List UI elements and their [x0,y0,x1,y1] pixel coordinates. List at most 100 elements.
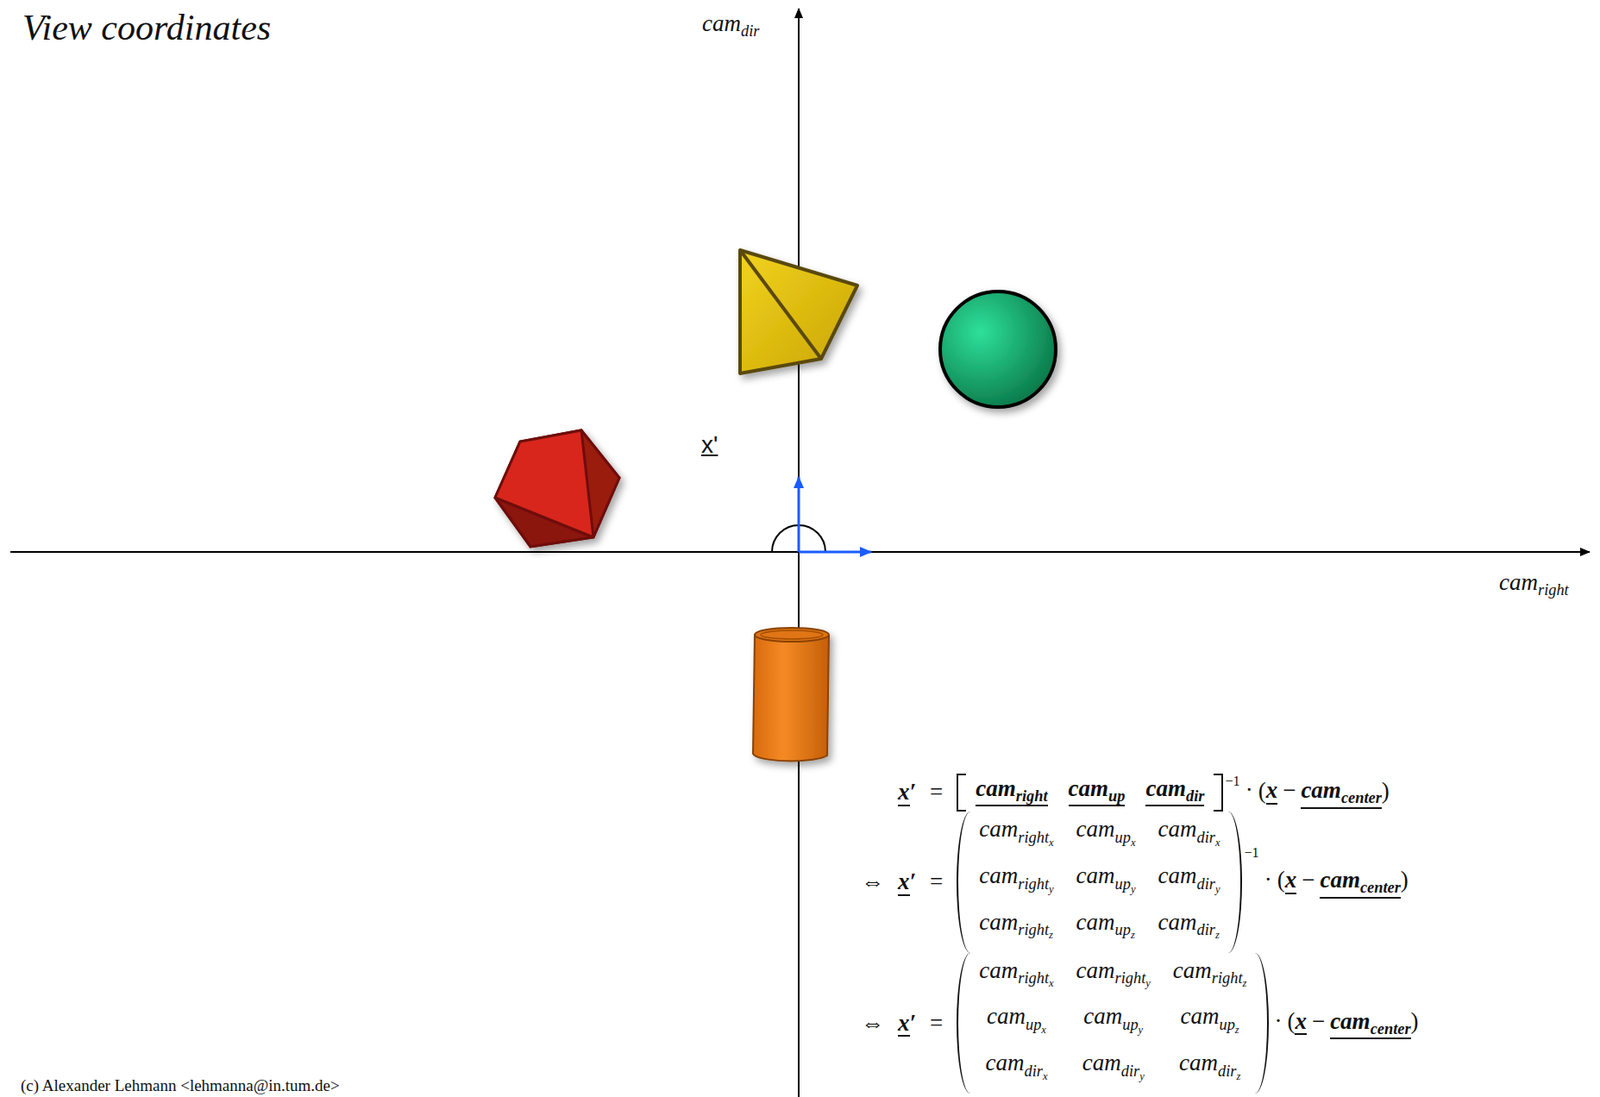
vector-symbol: cam [975,775,1017,802]
matrix-entry: cam [1082,1049,1122,1076]
subscript: center [1360,879,1401,898]
paren: ( [1277,866,1286,893]
equation-cell: x′ [890,811,923,953]
equation-cell: camrightxcamrightycamrightzcamupxcamupyc… [949,953,1425,1094]
matrix-row: camrightycamupycamdiry [968,859,1230,905]
subscript: right [1017,921,1049,939]
equation-cell: x′ [890,953,923,1094]
equation-row: ⇔x′=camrightxcamupxcamdirxcamrightycamup… [853,811,1426,953]
operator: − [1282,777,1296,804]
subscript: y [1145,977,1151,990]
matrix: camrightxcamupxcamdirxcamrightycamupycam… [956,811,1243,953]
matrix-cell: camrightz [1162,954,1258,1000]
subscript: rightx [1017,969,1054,987]
subscript: right [1115,969,1147,987]
vector: camcenter [1319,867,1400,899]
vector-symbol: x [897,868,910,895]
subscript: dirz [1196,921,1219,939]
matrix-cell: camrighty [968,859,1064,905]
vector: x [897,1010,910,1037]
vector-symbol: x [897,1010,910,1036]
subscript: upx [1025,1016,1047,1034]
prime: ′ [909,1010,917,1036]
matrix-entry: cam [1157,815,1197,842]
operator: · [1245,777,1254,804]
vector: camcenter [1330,1009,1411,1041]
matrix-entry: cam [1173,957,1212,984]
matrix-cell: camrightx [968,954,1064,1000]
matrix-entry: cam [1157,862,1197,889]
subscript: dir [740,22,760,40]
operator: · [1273,1008,1282,1035]
equation-cell: x′ [890,773,923,813]
subscript: up [1115,921,1131,939]
subscript: x [1048,977,1055,990]
matrix-cell: camdirx [1147,813,1230,859]
subscript: dir [1217,1062,1237,1080]
matrix-cell: camupx [968,1000,1064,1046]
matrix-row: camrightxcamrightycamrightz [968,954,1257,1000]
matrix-cell: camdirx [968,1047,1064,1092]
vector-symbol: x [1285,866,1298,893]
subscript: center [1370,1020,1412,1038]
tetrahedron [740,250,858,374]
equation-row: x′=camrightcamupcamdir−1·(x−camcenter) [853,773,1426,813]
subscript: z [1048,929,1054,942]
matrix-entry: cam [978,862,1018,889]
subscript: y [1139,1070,1145,1083]
vector-symbol: cam [1330,1008,1371,1035]
vector: x [1266,778,1279,804]
subscript: y [1139,1070,1145,1083]
equals: = [929,868,943,895]
subscript: upz [1115,921,1136,939]
camera-up-vector [797,476,801,553]
matrix-entry: cam [1157,909,1197,935]
subscript: x [1041,1023,1047,1036]
subscript: up [1025,1016,1042,1034]
paren: ( [1258,777,1267,804]
subscript: dirz [1217,1062,1241,1080]
subscript: y [1145,977,1151,990]
subscript: right [1017,875,1049,893]
axis-label: camright [1499,569,1569,600]
matrix-row: camrightzcamupzcamdirz [968,906,1230,952]
matrix-entry: cam [985,1049,1024,1076]
subscript: x [1130,836,1136,849]
subscript: dir [1185,787,1205,805]
equation-cell: = [922,953,950,1094]
equation-cell: ⇔ [853,953,891,1094]
subscript: x [1042,1070,1048,1083]
vector: camdir [1145,776,1205,808]
subscript: z [1130,929,1136,942]
vector-symbol: cam [1300,777,1342,804]
subscript: y [1048,883,1055,896]
cylinder [752,627,829,761]
vector: x [1294,1009,1307,1036]
subscript: dir [1023,1062,1042,1080]
subscript: y [1215,883,1221,896]
subscript: upy [1122,1016,1143,1034]
matrix-cell: camupz [1162,1000,1258,1046]
subscript: up [1122,1016,1138,1034]
matrix-entry: cam [1076,957,1116,984]
subscript: dir [1196,921,1215,939]
matrix-cell: camdiry [1147,859,1230,905]
copyright: (c) Alexander Lehmann <lehmanna@in.tum.d… [20,1076,340,1096]
subscript: x [1048,836,1055,849]
equivalence: ⇔ [860,1010,885,1036]
subscript: rightz [1017,921,1054,939]
matrix-row: camdirxcamdirycamdirz [968,1047,1257,1092]
matrix-row: camupxcamupycamupz [968,1000,1257,1046]
matrix-entry: cam [978,815,1018,842]
matrix-entry: cam [1179,1049,1218,1076]
paren: ) [1400,866,1409,893]
exponent: −1 [1224,773,1240,790]
subscript: y [1048,883,1055,896]
subscript: right [1017,828,1049,847]
subscript: up [1108,787,1125,805]
matrix-cell: camdiry [1066,1047,1161,1092]
matrix-cell: camrightx [968,813,1064,859]
symbol: cam [702,10,741,37]
operator: − [1301,866,1315,893]
vector: x [897,779,910,806]
